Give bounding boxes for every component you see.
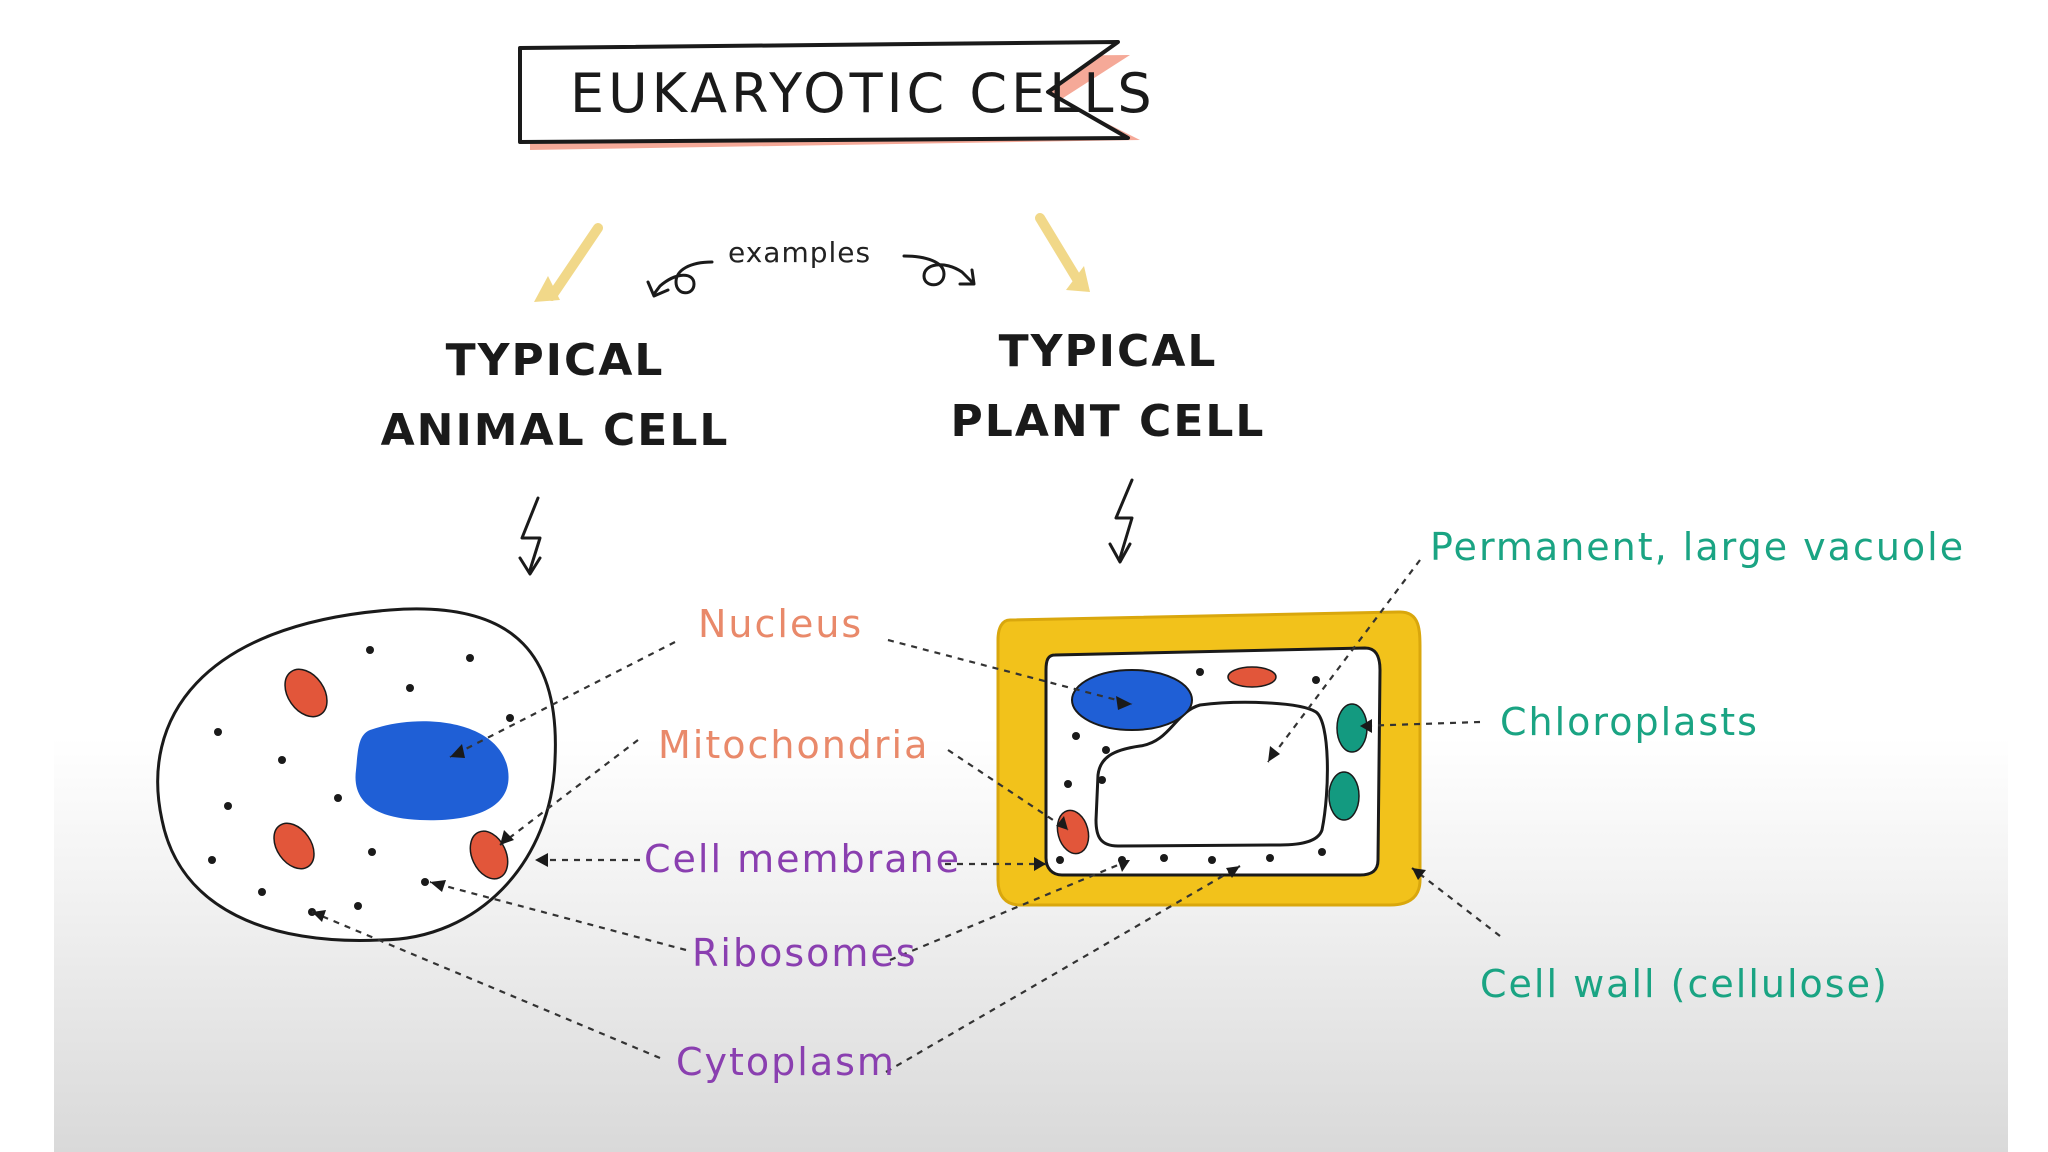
animal-cell [156, 607, 557, 942]
right-frame-edge [2008, 0, 2048, 1152]
examples-connector: examples [534, 213, 1090, 302]
label-chloroplasts: Chloroplasts [1500, 700, 1759, 744]
plant-down-arrow [1108, 478, 1134, 564]
page-title: EUKARYOTIC CELLS [570, 62, 1156, 125]
animal-ribosomes [208, 646, 514, 916]
labels: Nucleus Mitochondria Cell membrane Ribos… [644, 525, 1965, 1084]
animal-heading-line2: ANIMAL CELL [381, 405, 730, 456]
left-frame-edge [0, 0, 54, 1152]
plant-cell [996, 610, 1422, 907]
plant-heading: TYPICAL PLANT CELL [951, 326, 1266, 447]
animal-mitochondria [273, 668, 509, 880]
label-cell-wall: Cell wall (cellulose) [1480, 962, 1889, 1006]
leader-lines [311, 559, 1501, 1073]
plant-ribosomes [1056, 668, 1326, 864]
animal-down-arrow [518, 496, 542, 576]
plant-heading-line1: TYPICAL [999, 326, 1218, 377]
plant-heading-line2: PLANT CELL [951, 396, 1266, 447]
label-ribosomes: Ribosomes [692, 931, 918, 975]
label-mitochondria: Mitochondria [658, 723, 929, 767]
left-yellow-arrow [547, 223, 603, 301]
right-yellow-arrow [1035, 213, 1085, 289]
title-banner: EUKARYOTIC CELLS [518, 40, 1156, 150]
plant-chloroplasts [1328, 703, 1368, 821]
label-cell-membrane: Cell membrane [644, 837, 961, 881]
label-vacuole: Permanent, large vacuole [1430, 525, 1965, 569]
plant-mitochondrion-top [1227, 666, 1277, 688]
plant-vacuole [1094, 700, 1329, 848]
examples-label: examples [728, 236, 871, 269]
leader-arrowheads [312, 696, 1426, 922]
animal-heading: TYPICAL ANIMAL CELL [381, 335, 730, 456]
label-nucleus: Nucleus [698, 602, 863, 646]
plant-nucleus [1071, 669, 1193, 731]
label-cytoplasm: Cytoplasm [676, 1040, 896, 1084]
animal-heading-line1: TYPICAL [446, 335, 665, 386]
